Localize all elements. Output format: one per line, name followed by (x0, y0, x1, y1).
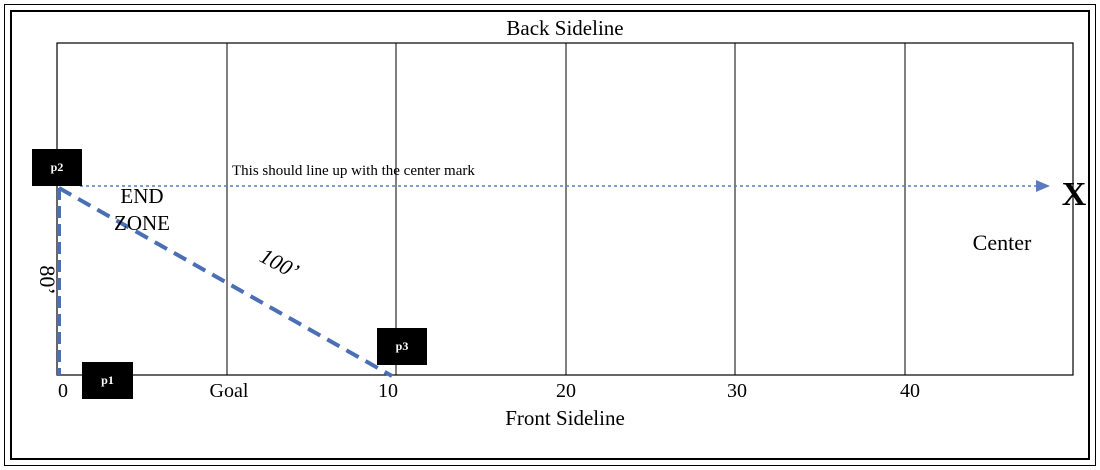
inner-frame (10, 10, 1090, 460)
tick-label-20: 20 (556, 380, 576, 402)
tick-label-goal: Goal (210, 380, 249, 402)
front-sideline-label: Front Sideline (505, 406, 625, 430)
field-boundary (56, 42, 1074, 376)
tick-label-30: 30 (727, 380, 747, 402)
center-label: Center (973, 230, 1032, 255)
marker-p2: p2 (32, 149, 82, 186)
marker-p3: p3 (377, 328, 427, 365)
outer-frame (4, 4, 1096, 466)
width-80-label: 80’ (35, 265, 60, 294)
diagonal-dashed-line (58, 186, 393, 378)
tick-label-0: 0 (58, 380, 68, 402)
diagonal-100-label: 100’ (256, 243, 303, 284)
end-zone-label-line1: END (120, 184, 163, 208)
tick-label-40: 40 (900, 380, 920, 402)
marker-p1: p1 (82, 362, 133, 399)
tick-label-10: 10 (378, 380, 398, 402)
back-sideline-label: Back Sideline (506, 16, 623, 40)
center-mark-x: X (1062, 176, 1087, 213)
end-zone-label-line2: ZONE (114, 211, 170, 235)
alignment-note: This should line up with the center mark (232, 163, 475, 179)
arrow-head-icon (1036, 180, 1050, 192)
